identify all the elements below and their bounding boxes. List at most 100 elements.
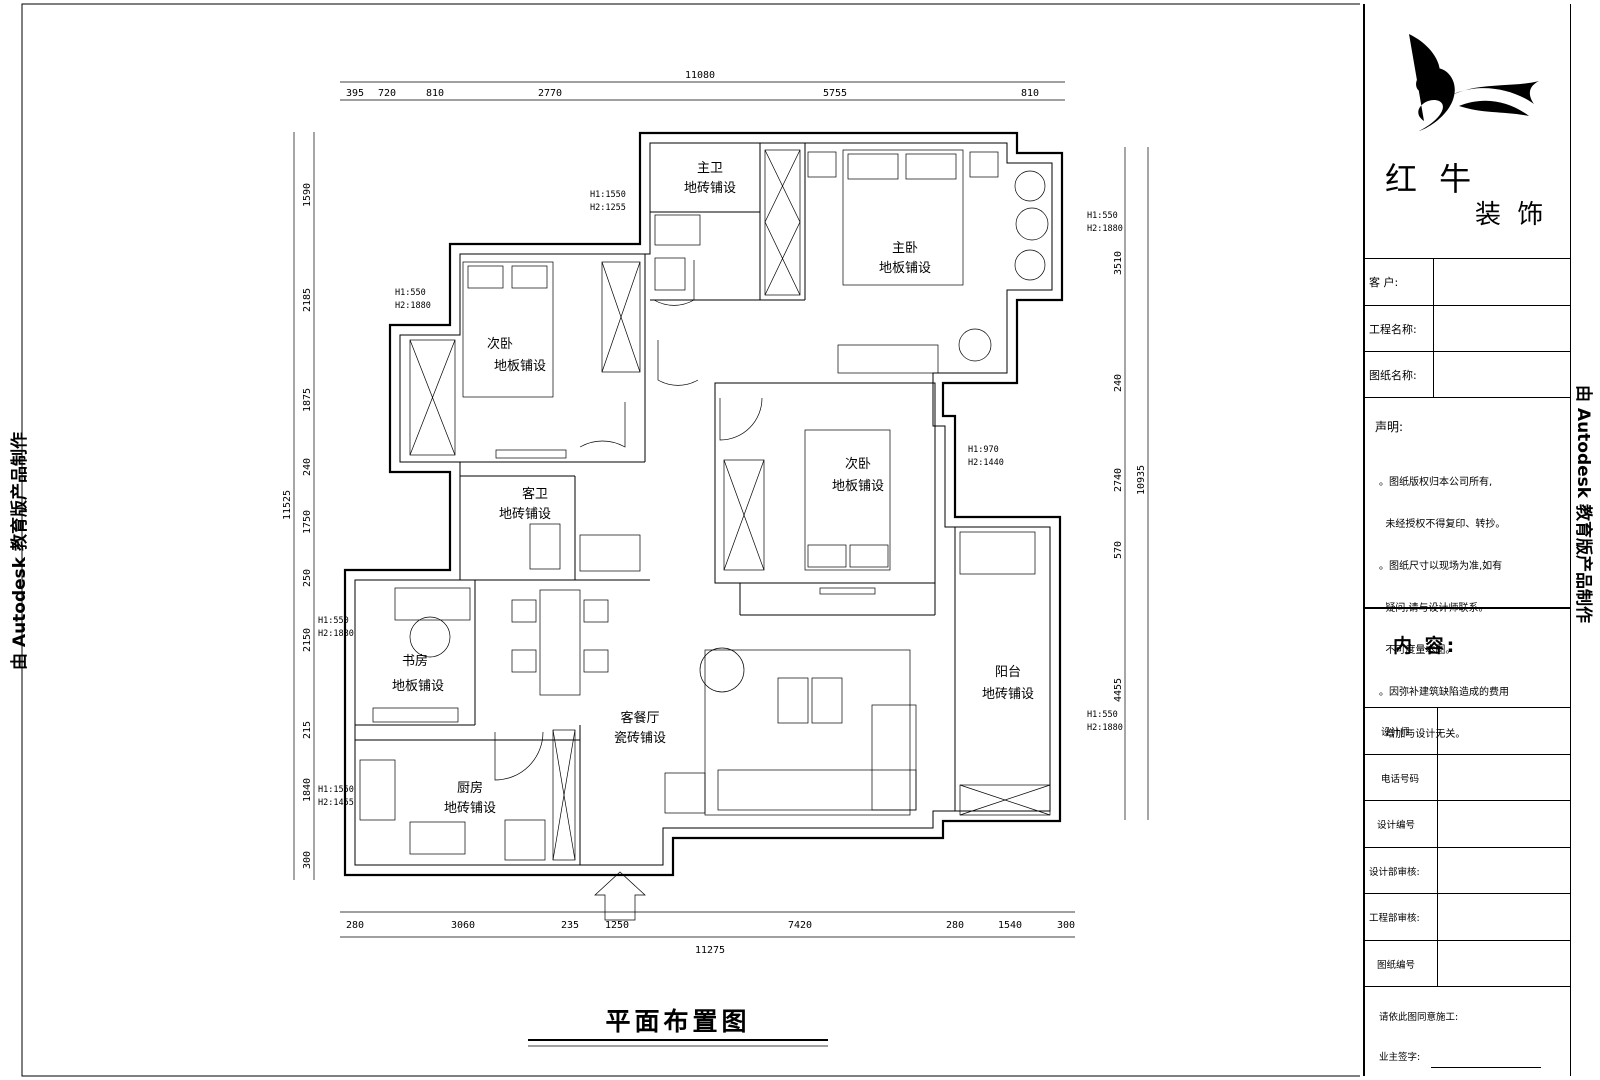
sign-row-phone: 电话号码 bbox=[1365, 754, 1570, 800]
height-annotations: H1:1550 H2:1255 H1:550 H2:1880 H1:550 H2… bbox=[318, 190, 1123, 808]
dimension-label: 1250 bbox=[605, 920, 629, 931]
dimension-label: 2740 bbox=[1113, 468, 1124, 492]
owner-signature-label: 业主签字: bbox=[1379, 1052, 1421, 1063]
sign-row-design-review: 设计部审核: bbox=[1365, 847, 1570, 893]
left-total-dimension: 11525 bbox=[282, 490, 293, 520]
content-label: 内 容: bbox=[1393, 635, 1458, 657]
left-dimensions: 11525 1590 2185 1875 240 1750 250 2150 2… bbox=[282, 183, 313, 869]
top-total-dimension: 11080 bbox=[685, 70, 715, 81]
notice-line: 。因弥补建筑缺陷造成的费用 bbox=[1379, 687, 1509, 698]
dimension-label: 395 bbox=[346, 88, 364, 99]
dimension-label: 215 bbox=[302, 721, 313, 739]
dimension-label: 240 bbox=[302, 458, 313, 476]
dimension-label: 1590 bbox=[302, 183, 313, 207]
row-label: 工程部审核: bbox=[1369, 913, 1420, 924]
room-name: 次卧 bbox=[845, 456, 871, 472]
dimension-label: 300 bbox=[302, 851, 313, 869]
drawing-name-field bbox=[1433, 352, 1570, 397]
height-note: H1:1550 bbox=[318, 785, 354, 795]
dimension-label: 3510 bbox=[1113, 251, 1124, 275]
brand-name-line1: 红 牛 bbox=[1385, 160, 1478, 198]
bottom-dimensions: 280 3060 235 1250 7420 280 1540 300 1127… bbox=[346, 920, 1075, 956]
dimension-label: 720 bbox=[378, 88, 396, 99]
furniture bbox=[359, 149, 1051, 921]
dimension-label: 3060 bbox=[451, 920, 475, 931]
sign-row-drawing-no: 图纸编号 bbox=[1365, 940, 1570, 986]
toilet-icon bbox=[654, 214, 701, 246]
dimension-label: 250 bbox=[302, 569, 313, 587]
right-total-dimension: 10935 bbox=[1136, 465, 1147, 495]
stove-icon bbox=[409, 821, 466, 855]
notice-line: 增加与设计无关。 bbox=[1379, 729, 1466, 740]
sign-field bbox=[1437, 894, 1570, 940]
content-section: 内 容: bbox=[1365, 607, 1570, 707]
bed-icon bbox=[842, 149, 964, 286]
room-finish: 地板铺设 bbox=[392, 679, 444, 694]
dimension-label: 235 bbox=[561, 920, 579, 931]
height-note: H2:1880 bbox=[1087, 723, 1123, 733]
sign-row-engineering-review: 工程部审核: bbox=[1365, 893, 1570, 940]
dimension-label: 7420 bbox=[788, 920, 812, 931]
room-name: 书房 bbox=[402, 653, 428, 669]
autodesk-side-label-right: 由 Autodesk 教育版产品制作 bbox=[1573, 385, 1593, 624]
sign-field bbox=[1437, 755, 1570, 800]
sofa-icon bbox=[717, 769, 917, 811]
height-note: H1:550 bbox=[1087, 211, 1118, 221]
dimension-label: 1875 bbox=[302, 388, 313, 412]
room-finish: 地砖铺设 bbox=[444, 801, 496, 816]
height-note: H2:1880 bbox=[395, 301, 431, 311]
row-label: 设计师: bbox=[1381, 727, 1413, 738]
living-area-rug bbox=[704, 649, 911, 816]
dimension-label: 300 bbox=[1057, 920, 1075, 931]
height-note: H1:1550 bbox=[590, 190, 626, 200]
dimension-label: 240 bbox=[1113, 374, 1124, 392]
row-label: 客 户: bbox=[1369, 276, 1399, 289]
notice-line: 。图纸版权归本公司所有, bbox=[1379, 477, 1493, 488]
sign-field bbox=[1437, 848, 1570, 893]
room-finish: 地砖铺设 bbox=[684, 181, 736, 196]
room-finish: 地砖铺设 bbox=[982, 687, 1034, 702]
dimension-lines bbox=[293, 81, 1149, 938]
title-block: 红 牛 装 饰 客 户: 工程名称: 图纸名称: 声明: 。图纸版权归本公司所有… bbox=[1363, 4, 1571, 1076]
room-name: 阳台 bbox=[995, 665, 1021, 680]
height-note: H1:550 bbox=[318, 616, 349, 626]
brand-area: 红 牛 装 饰 bbox=[1365, 4, 1570, 258]
approval-line: 请依此图同意施工: bbox=[1379, 1012, 1459, 1023]
dining-table bbox=[539, 589, 581, 696]
brand-logo-icon bbox=[1409, 34, 1539, 131]
floor-plan-drawing: 11080 395 720 810 2770 5755 810 280 3060… bbox=[21, 3, 1360, 1077]
sheet-frame bbox=[21, 3, 1360, 1077]
row-label: 图纸编号 bbox=[1377, 959, 1416, 971]
bottom-total-dimension: 11275 bbox=[695, 945, 725, 956]
dimension-label: 810 bbox=[1021, 88, 1039, 99]
dimension-label: 2150 bbox=[302, 628, 313, 652]
walls bbox=[343, 131, 1064, 877]
row-label: 图纸名称: bbox=[1369, 368, 1417, 382]
height-note: H1:550 bbox=[395, 288, 426, 298]
bed-icon bbox=[462, 261, 554, 398]
row-label: 工程名称: bbox=[1369, 322, 1417, 336]
height-note: H2:1880 bbox=[318, 629, 354, 639]
room-finish: 地砖铺设 bbox=[499, 507, 551, 522]
room-name: 厨房 bbox=[457, 780, 483, 796]
page-title: 平面布置图 bbox=[605, 1007, 750, 1036]
sign-field bbox=[1437, 708, 1570, 754]
project-field bbox=[1433, 306, 1570, 351]
room-finish: 地板铺设 bbox=[879, 261, 931, 276]
client-field bbox=[1433, 259, 1570, 305]
notice-title: 声明: bbox=[1375, 420, 1404, 434]
title-block-row-drawing: 图纸名称: bbox=[1365, 351, 1570, 397]
right-dimensions: 10935 3510 240 2740 570 4455 bbox=[1113, 251, 1147, 702]
dimension-label: 1750 bbox=[302, 510, 313, 534]
dimension-label: 280 bbox=[946, 920, 964, 931]
dimension-label: 1540 bbox=[998, 920, 1022, 931]
height-note: H2:1440 bbox=[968, 458, 1004, 468]
height-note: H2:1880 bbox=[1087, 224, 1123, 234]
room-name: 客餐厅 bbox=[620, 710, 659, 726]
room-labels: 主卫 地砖铺设 主卧 地板铺设 次卧 地板铺设 次卧 地板铺设 客卫 地砖铺设 … bbox=[392, 161, 1034, 816]
dimension-label: 280 bbox=[346, 920, 364, 931]
dimension-label: 1840 bbox=[302, 778, 313, 802]
sign-field bbox=[1437, 801, 1570, 847]
interior-walls bbox=[355, 143, 956, 865]
bed-icon bbox=[804, 429, 891, 571]
